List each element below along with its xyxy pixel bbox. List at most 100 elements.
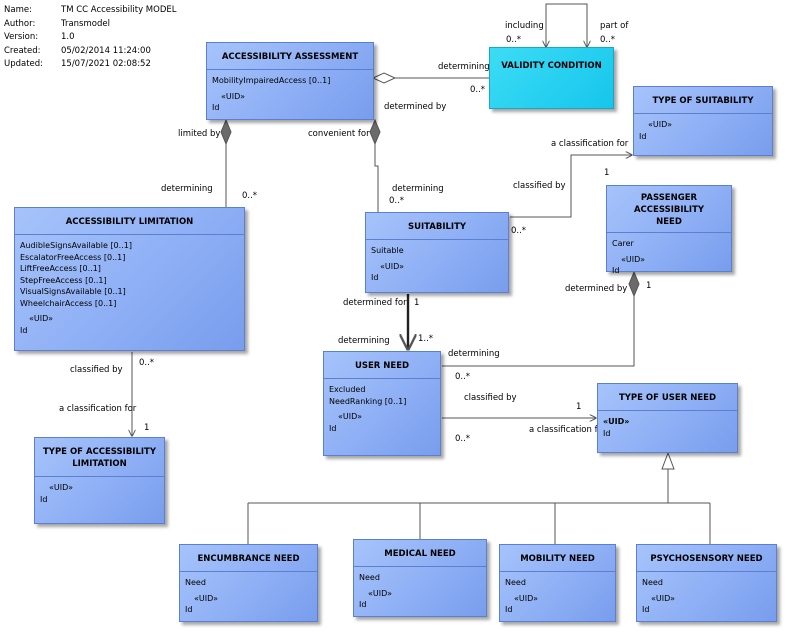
class-psychosensory-need[interactable]: PSYCHOSENSORY NEED Need «UID» Id <box>636 544 777 622</box>
meta-key: Name: <box>4 5 32 15</box>
label-limited-by: limited by <box>178 129 221 139</box>
stereotype-uid: «UID» <box>603 417 630 426</box>
attribute-id: Id <box>642 605 650 614</box>
filled-diamond <box>220 118 232 146</box>
meta-value: 1.0 <box>61 32 75 43</box>
attribute-id: Id <box>359 600 367 609</box>
meta-row-version: Version: 1.0 <box>4 31 176 45</box>
attribute: EscalatorFreeAccess [0..1] <box>20 252 126 262</box>
multiplicity: 1..* <box>418 334 434 344</box>
attribute-id: Id <box>371 273 379 282</box>
meta-key: Updated: <box>4 59 44 70</box>
label-classification-for: a classification for <box>551 139 629 149</box>
class-name: SUITABILITY <box>366 213 508 240</box>
class-accessibility-limitation[interactable]: ACCESSIBILITY LIMITATION AudibleSignsAva… <box>14 207 245 351</box>
attribute: AudibleSignsAvailable [0..1] <box>20 241 132 250</box>
label-determining: determining <box>448 349 500 359</box>
label-part-of: part of <box>600 21 629 31</box>
attribute-id: Id <box>612 266 620 275</box>
class-type-of-user-need[interactable]: TYPE OF USER NEED «UID» Id <box>597 383 738 453</box>
diagram-metadata: Name: TM CC Accessibility MODEL Author: Tr… <box>4 4 176 72</box>
multiplicity: 0..* <box>506 35 522 45</box>
filled-diamond <box>628 270 640 298</box>
attribute: Need <box>359 573 380 582</box>
multiplicity: 0..* <box>242 191 258 201</box>
attribute: VisualSignsAvailable [0..1] <box>20 287 126 296</box>
meta-key: Version: <box>4 32 39 43</box>
class-mobility-need[interactable]: MOBILITY NEED Need «UID» Id <box>499 544 616 622</box>
attribute: Suitable <box>371 246 404 255</box>
class-medical-need[interactable]: MEDICAL NEED Need «UID» Id <box>353 539 487 617</box>
class-encumbrance-need[interactable]: ENCUMBRANCE NEED Need «UID» Id <box>179 544 318 622</box>
meta-key: Created: <box>4 45 41 56</box>
class-type-of-suitability[interactable]: TYPE OF SUITABILITY «UID» Id <box>633 86 773 156</box>
class-accessibility-assessment[interactable]: ACCESSIBILITY ASSESSMENT MobilityImpaire… <box>206 42 374 120</box>
suitability-type-line <box>510 155 632 218</box>
attribute-id: Id <box>20 325 28 335</box>
class-name: ACCESSIBILITY LIMITATION <box>15 208 244 235</box>
attribute: Excluded <box>329 385 366 394</box>
class-user-need[interactable]: USER NEED Excluded NeedRanking [0..1] «U… <box>323 351 441 456</box>
class-name-line: PASSENGER ACCESSIBILITY <box>633 193 705 215</box>
attribute-id: Id <box>505 605 513 614</box>
attribute: Need <box>642 578 663 587</box>
label-determining: determining <box>338 336 390 346</box>
stereotype-uid: «UID» <box>338 412 363 421</box>
meta-value: 15/07/2021 02:08:52 <box>61 59 151 70</box>
label-classified-by: classified by <box>464 393 517 403</box>
multiplicity: 0..* <box>455 434 471 444</box>
label-including: including <box>505 21 544 31</box>
stereotype-uid: «UID» <box>49 483 74 492</box>
class-name: PASSENGER ACCESSIBILITY NEED <box>607 186 731 233</box>
class-name: TYPE OF ACCESSIBILITY LIMITATION <box>35 438 164 477</box>
class-name: PSYCHOSENSORY NEED <box>637 545 776 572</box>
assessment-suitability-line <box>374 144 379 212</box>
meta-row-author: Author: Transmodel <box>4 18 176 32</box>
meta-value: TM CC Accessibility MODEL <box>61 5 177 15</box>
label-determined-for: determined for <box>343 298 407 308</box>
class-name: ACCESSIBILITY ASSESSMENT <box>207 43 373 70</box>
class-type-of-accessibility-limitation[interactable]: TYPE OF ACCESSIBILITY LIMITATION «UID» I… <box>34 437 165 524</box>
class-name: MEDICAL NEED <box>354 540 486 567</box>
label-classification-for: a classification for <box>529 425 607 435</box>
stereotype-uid: «UID» <box>621 254 646 264</box>
vc-self-association <box>545 3 587 47</box>
attribute: LiftFreeAccess [0..1] <box>20 264 101 273</box>
multiplicity: 1 <box>144 423 150 433</box>
stereotype-uid: «UID» <box>380 261 405 271</box>
class-name-line: NEED <box>656 217 682 227</box>
multiplicity: 0..* <box>511 226 527 236</box>
attribute-id: Id <box>329 423 337 433</box>
attribute: MobilityImpairedAccess [0..1] <box>212 76 331 85</box>
class-suitability[interactable]: SUITABILITY Suitable «UID» Id <box>365 212 509 293</box>
meta-key: Author: <box>4 18 36 29</box>
meta-value: Transmodel <box>61 18 110 29</box>
multiplicity: 0..* <box>470 85 486 95</box>
class-name: ENCUMBRANCE NEED <box>180 545 317 572</box>
stereotype-uid: «UID» <box>648 120 673 129</box>
attribute-id: Id <box>212 103 220 112</box>
class-passenger-accessibility-need[interactable]: PASSENGER ACCESSIBILITY NEED Carer «UID»… <box>606 185 732 275</box>
class-validity-condition[interactable]: VALIDITY CONDITION <box>489 47 614 109</box>
class-name-line: TYPE OF ACCESSIBILITY <box>43 447 156 457</box>
attribute-id: Id <box>40 494 48 504</box>
multiplicity: 0..* <box>139 358 155 368</box>
attribute: Need <box>505 578 526 587</box>
meta-row-name: Name: TM CC Accessibility MODEL <box>4 4 176 18</box>
multiplicity: 1 <box>576 402 582 412</box>
multiplicity: 1 <box>414 298 420 308</box>
label-classified-by: classified by <box>70 365 123 375</box>
multiplicity: 1 <box>604 168 610 178</box>
hollow-diamond <box>371 72 397 84</box>
generalization-arrowhead <box>661 451 675 470</box>
label-classification-for: a classification for <box>59 404 137 414</box>
attribute-id: Id <box>639 131 647 141</box>
label-determining: determining <box>438 62 490 72</box>
label-determining: determining <box>161 184 213 194</box>
class-name: TYPE OF SUITABILITY <box>634 87 772 114</box>
filled-diamond <box>369 118 381 146</box>
attribute: Carer <box>612 239 634 248</box>
class-name: TYPE OF USER NEED <box>598 384 737 411</box>
pan-userneed-line <box>442 296 635 367</box>
